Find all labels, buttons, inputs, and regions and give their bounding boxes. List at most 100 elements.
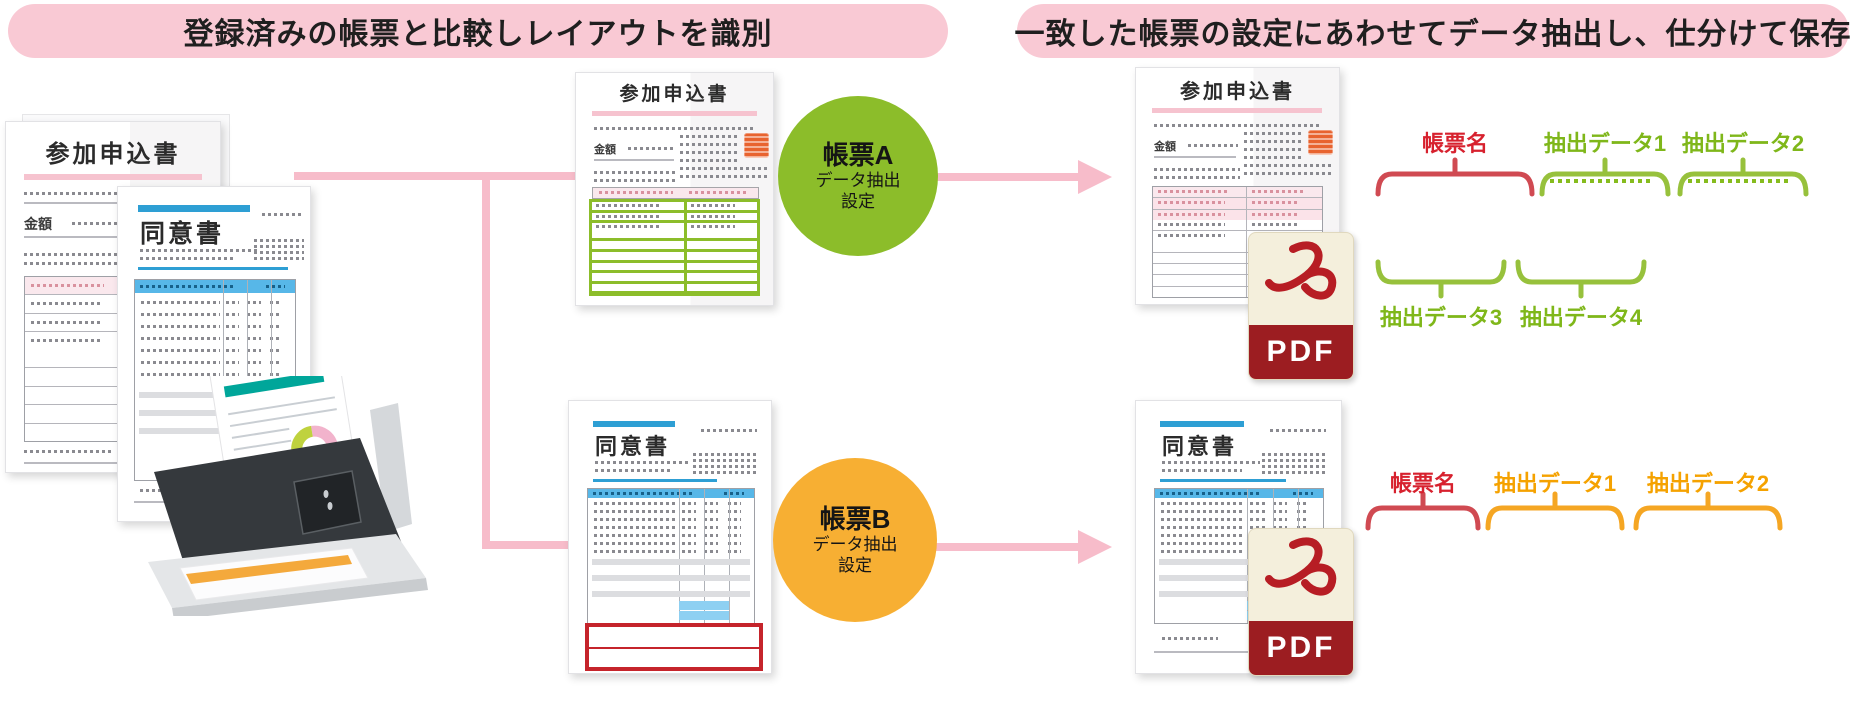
table-row [592, 517, 750, 522]
dotted-text [24, 192, 202, 195]
pdf-label: PDF [1249, 621, 1353, 675]
title-underline [593, 479, 717, 482]
dotted-text [594, 179, 678, 182]
field-row [592, 230, 757, 239]
table-row [1153, 209, 1322, 220]
highlight-cell [247, 440, 271, 449]
highlight-cell [679, 601, 705, 610]
cell [25, 405, 123, 423]
gray-band [139, 410, 291, 416]
extracted-value-hint [1688, 179, 1788, 183]
consent-title: 同意書 [140, 220, 225, 248]
field-row [592, 262, 757, 271]
dotted-text [1244, 164, 1332, 167]
table-row [139, 310, 291, 318]
form-b-sub2: 設定 [838, 556, 872, 575]
table-row [1153, 252, 1322, 265]
table-row [139, 370, 291, 378]
column-line [1247, 489, 1249, 623]
table-row [1159, 517, 1319, 522]
cell [687, 223, 757, 231]
field-row [592, 212, 757, 221]
amount-label: 金額 [594, 144, 616, 156]
cell [25, 277, 123, 295]
cell [1153, 187, 1247, 198]
dotted-text [595, 461, 691, 464]
dotted-text [1262, 453, 1326, 456]
highlight-cell [704, 601, 730, 610]
title-underline [24, 174, 202, 180]
dotted-text [1244, 140, 1304, 143]
panel-light [327, 502, 333, 510]
consent-title: 同意書 [595, 434, 671, 459]
dotted-text [1244, 172, 1332, 175]
table-header [592, 187, 759, 199]
label-data4: 抽出データ4 [1519, 305, 1643, 330]
dotted-text [1270, 429, 1326, 432]
cell [1247, 198, 1322, 208]
gray-band [1159, 559, 1319, 565]
cell [25, 313, 123, 332]
dotted-text [680, 135, 740, 138]
dotted-text [680, 159, 740, 162]
gray-band [592, 575, 750, 581]
table-rows [139, 298, 291, 382]
cell [1153, 219, 1247, 231]
dotted-text [254, 245, 304, 248]
cell [592, 202, 685, 210]
dotted-text [262, 213, 302, 216]
dotted-text [254, 257, 304, 260]
field-row [592, 223, 757, 231]
dotted-text [1244, 156, 1304, 159]
table-row [1153, 219, 1322, 232]
form-a-name: 帳票A [822, 140, 894, 170]
dotted-text [680, 167, 768, 170]
rule [1154, 651, 1322, 653]
brace-data1-bottom [1485, 491, 1625, 531]
table-row [1153, 241, 1322, 253]
dotted-text [254, 239, 304, 242]
form-b-name: 帳票B [819, 504, 891, 534]
dotted-text [1262, 471, 1326, 474]
arrow-a-head [1078, 160, 1112, 194]
cell [1153, 264, 1247, 275]
table-header [135, 280, 295, 293]
label-data2-top: 抽出データ2 [1681, 131, 1805, 156]
gray-band [139, 428, 291, 434]
label-data2-bottom: 抽出データ2 [1646, 471, 1770, 496]
highlight-cell [223, 451, 247, 460]
dotted-text [1262, 465, 1326, 468]
table-row [1159, 525, 1319, 530]
arrow-a-shaft [936, 173, 1078, 181]
dotted-text [24, 450, 114, 453]
dotted-text [1154, 168, 1240, 171]
dotted-text [680, 143, 740, 146]
cell [592, 223, 685, 231]
column-line [223, 280, 224, 480]
dotted-text [140, 257, 236, 260]
cell [25, 295, 123, 313]
table-row [592, 501, 750, 506]
cell [1153, 231, 1247, 242]
rule [24, 462, 202, 464]
brace-data4 [1515, 259, 1647, 299]
title-topbar [1160, 421, 1244, 427]
table-row [1159, 509, 1319, 514]
column-line [247, 280, 248, 480]
connector-vertical [482, 172, 490, 549]
form-a-sub2: 設定 [841, 192, 875, 211]
consent-table [587, 488, 755, 624]
field-row [592, 283, 757, 292]
highlight-cell [679, 611, 705, 620]
table-header-row [1153, 187, 1322, 199]
adobe-mark-icon [1265, 537, 1337, 596]
banner-identify-layout: 登録済みの帳票と比較しレイアウトを識別 [8, 4, 948, 58]
scanner-base [148, 534, 426, 608]
cell [1153, 209, 1247, 220]
dotted-text [1162, 637, 1218, 640]
amount-label: 金額 [1154, 141, 1176, 153]
dotted-text [1188, 144, 1238, 147]
dotted-text [1154, 124, 1319, 127]
table-row [592, 533, 750, 538]
gray-band [592, 559, 750, 565]
